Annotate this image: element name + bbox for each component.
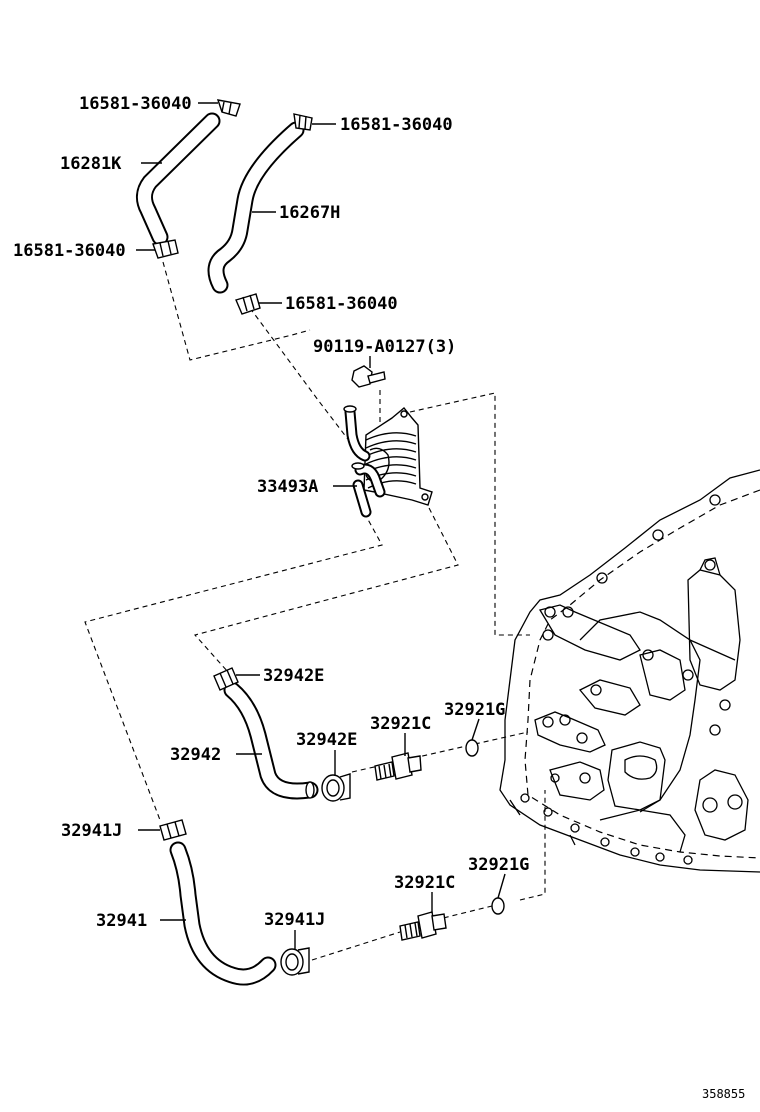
hose-32941 [169,841,277,986]
label-clip-16581-36040-c: 16581-36040 [340,115,453,135]
label-hose-16281k: 16281K [60,154,122,174]
label-union-32921c-b: 32921C [394,873,455,893]
hose-clamp-icon [159,819,187,841]
label-clip-32942e-a: 32942E [263,666,324,686]
hose-32942 [223,681,319,800]
hose-16267h [207,121,305,294]
label-gasket-32921g-a: 32921G [444,700,505,720]
union-fitting [374,752,422,781]
gasket-ring-icon [465,739,479,757]
hose-clamp-icon [235,293,261,315]
label-clip-16581-36040-b: 16581-36040 [13,241,126,261]
hose-16281k [136,112,221,246]
assembly-guide-lines [84,261,546,961]
union-fitting [399,911,447,941]
label-hose-32942: 32942 [170,745,221,765]
label-bolt-90119-a0127: 90119-A0127(3) [313,337,456,357]
label-clip-32941j-b: 32941J [264,910,325,930]
bolt-icon [351,365,386,388]
oil-cooler [343,405,433,518]
hose-clamp-icon [321,773,351,802]
label-oil-cooler-33493a: 33493A [257,477,318,497]
label-gasket-32921g-b: 32921G [468,855,529,875]
figure-reference-number: 358855 [702,1087,745,1101]
label-clip-16581-36040-a: 16581-36040 [79,94,192,114]
label-union-32921c-a: 32921C [370,714,431,734]
hose-clamp-icon [280,947,310,976]
hose-clamp-icon [213,667,239,691]
label-clip-32942e-b: 32942E [296,730,357,750]
case-bolt-holes [520,494,731,865]
label-clip-32941j-a: 32941J [61,821,122,841]
leader-lines [136,102,506,950]
gasket-ring-icon [491,897,505,915]
hose-clamp-icon [216,99,241,117]
label-hose-32941: 32941 [96,911,147,931]
hose-clamp-icon [293,113,313,131]
transmission-case [499,469,760,873]
label-clip-16581-36040-d: 16581-36040 [285,294,398,314]
label-hose-16267h: 16267H [279,203,340,223]
hose-clamp-icon [152,239,179,259]
